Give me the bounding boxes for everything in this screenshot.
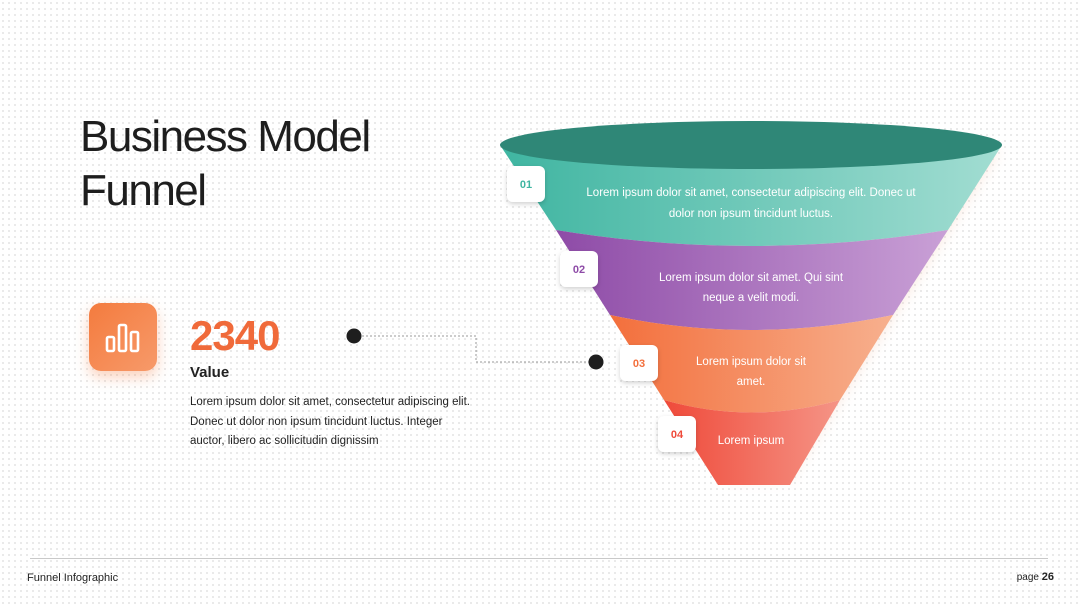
stage-1-text-line-2: dolor non ipsum tincidunt luctus.: [669, 208, 833, 220]
footer-title: Funnel Infographic: [27, 572, 119, 584]
stage-number-2: 02: [573, 264, 585, 276]
kpi-description: Lorem ipsum dolor sit amet, consectetur …: [190, 396, 470, 447]
funnel-rim: [500, 121, 1002, 169]
bar-chart-icon: [105, 323, 140, 353]
connector-dot-start: [346, 328, 362, 344]
stage-number-3: 03: [633, 358, 645, 370]
stage-2-text-line-1: Lorem ipsum dolor sit amet. Qui sint: [659, 272, 844, 284]
funnel-stage-4: [664, 400, 840, 485]
funnel-stage-3: [610, 315, 893, 413]
page-number: page 26: [1017, 571, 1054, 583]
stage-3-text-line-1: Lorem ipsum dolor sit: [696, 356, 807, 368]
stage-number-1: 01: [520, 179, 532, 191]
stage-badge-2: [560, 251, 598, 287]
funnel-stage-2: [556, 230, 948, 330]
stage-3-text-line-2: amet.: [737, 376, 766, 388]
kpi-value: 2340: [190, 312, 280, 359]
footer-divider: [30, 558, 1048, 559]
page-number-value: 26: [1041, 571, 1054, 583]
stage-number-4: 04: [671, 429, 684, 441]
stage-4-text-line-1: Lorem ipsum: [718, 435, 784, 447]
stage-badge-1: [507, 166, 545, 202]
connector-dot-end: [588, 354, 604, 370]
stage-1-text-line-1: Lorem ipsum dolor sit amet, consectetur …: [586, 187, 916, 199]
page-title: Business Model Funnel: [80, 110, 371, 218]
stage-badge-4: [658, 416, 696, 452]
title-line-2: Funnel: [80, 166, 207, 215]
stage-2-text-line-2: neque a velit modi.: [703, 292, 800, 304]
funnel-stage-1: [500, 145, 1002, 246]
kpi-icon-box: [89, 303, 157, 371]
title-line-1: Business Model: [80, 112, 371, 161]
kpi-label: Value: [190, 364, 230, 381]
stage-badge-3: [620, 345, 658, 381]
connector-line: [354, 335, 596, 363]
page-prefix: page: [1016, 572, 1039, 583]
